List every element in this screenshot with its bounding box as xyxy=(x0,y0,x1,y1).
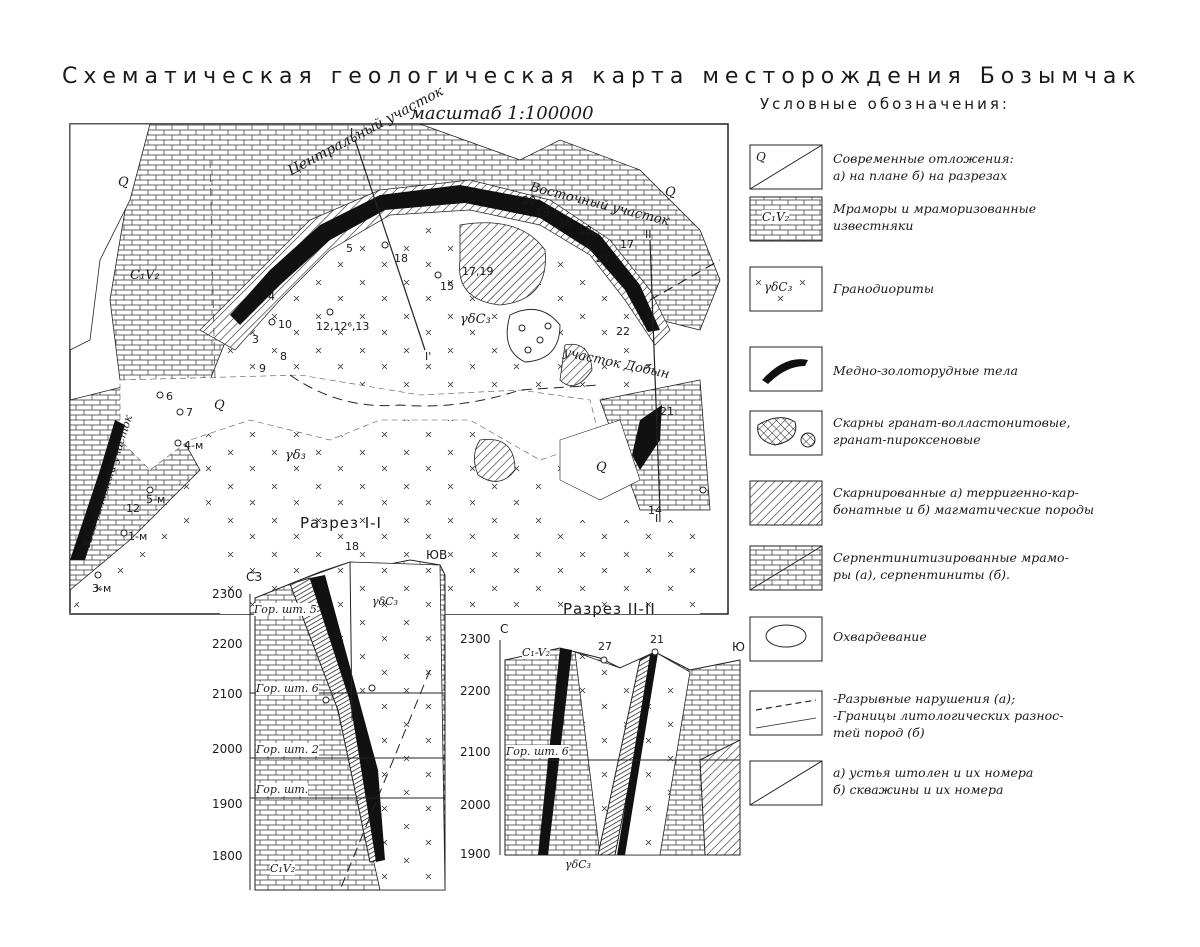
section-2-well: 27 xyxy=(598,640,612,653)
legend-item-skarn: Скарны гранат-волластонитовые,гранат-пир… xyxy=(833,415,1071,447)
section-2-drawing xyxy=(499,640,741,856)
section-2-elev: 2300 xyxy=(460,632,491,646)
plan-map xyxy=(69,123,729,615)
section-2-right-dir: Ю xyxy=(732,640,745,654)
section-2-rock-bottom: γδC₃ xyxy=(565,858,592,871)
map-granodiorite-label-2: γδ₃ xyxy=(285,448,306,463)
section-mark-ii-bottom: II xyxy=(655,512,662,525)
well-label: 13 xyxy=(578,224,592,237)
section-1-title: Разрез I-I xyxy=(300,514,382,532)
well-label: 7 xyxy=(186,406,193,419)
legend-item-serpentinite: Серпентинитизированные мрамо-ры (а), сер… xyxy=(833,550,1069,582)
section-1-elev: 1900 xyxy=(212,797,243,811)
well-label: 18 xyxy=(558,216,572,229)
section-mark-i-top: I xyxy=(350,126,354,139)
section-1-rock-right: γδC₃ xyxy=(372,595,399,608)
legend-item-quaternary: Современные отложения:а) на плане б) на … xyxy=(833,151,1014,183)
legend-q-symbol: Q xyxy=(756,150,766,164)
section-mark-i-bottom: I' xyxy=(425,350,432,363)
section-1-horizon: Гор. шт. xyxy=(256,783,309,796)
well-label: 17 xyxy=(620,238,634,251)
well-label: 1-м xyxy=(128,530,148,543)
section-1-left-dir: СЗ xyxy=(246,570,263,584)
section-2-elev: 2200 xyxy=(460,684,491,698)
section-1-elev: 2200 xyxy=(212,637,243,651)
section-2-horizon: Гор. шт. 6 xyxy=(506,745,569,758)
well-label: 9 xyxy=(259,362,266,375)
well-label: 22 xyxy=(616,325,630,338)
well-label: 10 xyxy=(278,318,292,331)
section-2-elev: 1900 xyxy=(460,847,491,861)
map-scale: масштаб 1:100000 xyxy=(410,103,594,124)
section-1-elev: 2100 xyxy=(212,687,243,701)
section-2-well: 21 xyxy=(650,633,664,646)
well-label: 3-м xyxy=(92,582,112,595)
map-granodiorite-label: γδC₃ xyxy=(460,312,491,327)
section-1-horizon: Гор. шт. 2 xyxy=(256,743,319,756)
map-q-label-east: Q xyxy=(665,185,676,200)
section-1-rock-left: C₁V₂ xyxy=(270,862,296,875)
legend-boxes xyxy=(749,144,823,806)
map-q-label: Q xyxy=(118,175,129,190)
well-label: 8 xyxy=(280,350,287,363)
section-2-rock-top: C₁-V₂ xyxy=(522,646,551,659)
section-1-elev: 2300 xyxy=(212,587,243,601)
well-label: 3 xyxy=(252,333,259,346)
legend-item-ore: Медно-золоторудные тела xyxy=(833,363,1018,378)
well-label: 21 xyxy=(596,252,610,265)
well-label: 12,12⁶,13 xyxy=(316,320,370,333)
section-1-elev: 1800 xyxy=(212,849,243,863)
well-label: 20 xyxy=(522,194,536,207)
section-2-elev: 2000 xyxy=(460,798,491,812)
well-label: 15 xyxy=(440,280,454,293)
legend-item-faults: -Разрывные нарушения (а);-Границы литоло… xyxy=(833,691,1064,740)
legend-granodiorite-symbol: γδC₃ xyxy=(764,280,793,294)
map-q-label-se: Q xyxy=(596,460,607,475)
well-label: 12 xyxy=(126,502,140,515)
well-label: 5 xyxy=(346,242,353,255)
map-q-label-south: Q xyxy=(214,398,225,413)
well-label: 6 xyxy=(166,390,173,403)
legend-item-oxidation: Охвардевание xyxy=(833,629,927,644)
section-1-horizon: Гор. шт. 6 xyxy=(256,682,319,695)
well-label: 21 xyxy=(660,405,674,418)
section-2-elev: 2100 xyxy=(460,745,491,759)
map-marble-label: C₁V₂ xyxy=(130,268,160,283)
map-title: Схематическая геологическая карта местор… xyxy=(62,64,1142,89)
section-1-well: 18 xyxy=(345,540,359,553)
section-1-drawing xyxy=(249,559,446,891)
legend-title: Условные обозначения: xyxy=(760,95,1010,113)
well-label: 4 xyxy=(268,290,275,303)
well-label: 19 xyxy=(536,206,550,219)
well-label: 4-м xyxy=(184,439,204,452)
well-label: 18 xyxy=(394,252,408,265)
section-1-horizon: Гор. шт. 5 xyxy=(254,603,317,616)
section-mark-ii-top: II xyxy=(645,228,652,241)
section-1-right-dir: ЮВ xyxy=(426,548,448,562)
legend-item-skarnified: Скарнированные а) терригенно-кар-бонатны… xyxy=(833,485,1095,517)
well-label: 5-м xyxy=(146,493,166,506)
well-label: 17,19 xyxy=(462,265,494,278)
well-label: 14 xyxy=(648,504,662,517)
legend-item-granodiorite: Гранодиориты xyxy=(833,281,935,296)
well-marker xyxy=(381,241,389,249)
section-2-title: Разрез II-II xyxy=(563,600,656,618)
section-2-left-dir: С xyxy=(500,622,509,636)
legend-marble-symbol: C₁V₂ xyxy=(762,210,790,224)
section-1-elev: 2000 xyxy=(212,742,243,756)
